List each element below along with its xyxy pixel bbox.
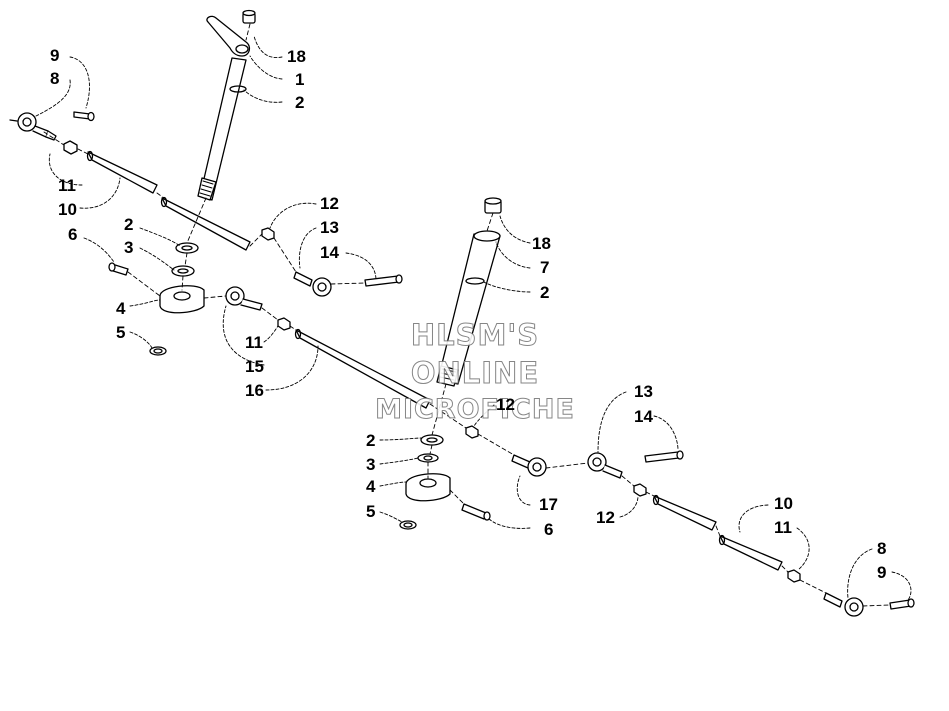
callout-11: 11 [774, 518, 792, 537]
callout-9: 9 [877, 563, 887, 582]
callout-7: 7 [540, 258, 550, 277]
steering-post-left [197, 9, 256, 201]
callout-12: 12 [320, 194, 339, 213]
callout-16: 16 [245, 381, 264, 400]
steering-arm-center [399, 425, 547, 530]
callout-17: 17 [539, 495, 558, 514]
callout-1: 1 [295, 70, 305, 89]
steering-arm-left [108, 242, 431, 409]
callout-2: 2 [124, 215, 134, 234]
callout-3: 3 [124, 238, 134, 257]
callout-14: 14 [634, 407, 653, 426]
tie-rod-right [587, 450, 915, 617]
callout-18: 18 [287, 47, 306, 66]
callout-6: 6 [68, 225, 78, 244]
callout-4: 4 [116, 299, 126, 318]
callout-12: 12 [496, 395, 515, 414]
callout-12: 12 [596, 508, 615, 527]
callout-11: 11 [245, 333, 263, 352]
tie-rod-left [9, 111, 403, 297]
callout-2: 2 [295, 93, 305, 112]
callout-15: 15 [245, 357, 264, 376]
callout-3: 3 [366, 455, 376, 474]
callout-5: 5 [366, 502, 376, 521]
callout-13: 13 [634, 382, 653, 401]
steering-post-center [436, 197, 502, 387]
callout-13: 13 [320, 218, 339, 237]
callout-5: 5 [116, 323, 126, 342]
callout-6: 6 [544, 520, 554, 539]
callout-9: 9 [50, 46, 60, 65]
callout-10: 10 [58, 200, 77, 219]
watermark-line-1: HLSM'S [410, 318, 540, 353]
callout-18: 18 [532, 234, 551, 253]
callout-4: 4 [366, 477, 376, 496]
callout-8: 8 [877, 539, 887, 558]
watermark-line-2: ONLINE [410, 356, 540, 391]
leader-lines [35, 35, 912, 601]
callout-2: 2 [540, 283, 550, 302]
alignment-lines [43, 23, 891, 607]
callout-2: 2 [366, 431, 376, 450]
callout-11: 11 [58, 176, 76, 195]
callout-14: 14 [320, 243, 339, 262]
watermark-line-3: MICROFICHE [375, 394, 575, 426]
callout-10: 10 [774, 494, 793, 513]
callout-8: 8 [50, 69, 60, 88]
